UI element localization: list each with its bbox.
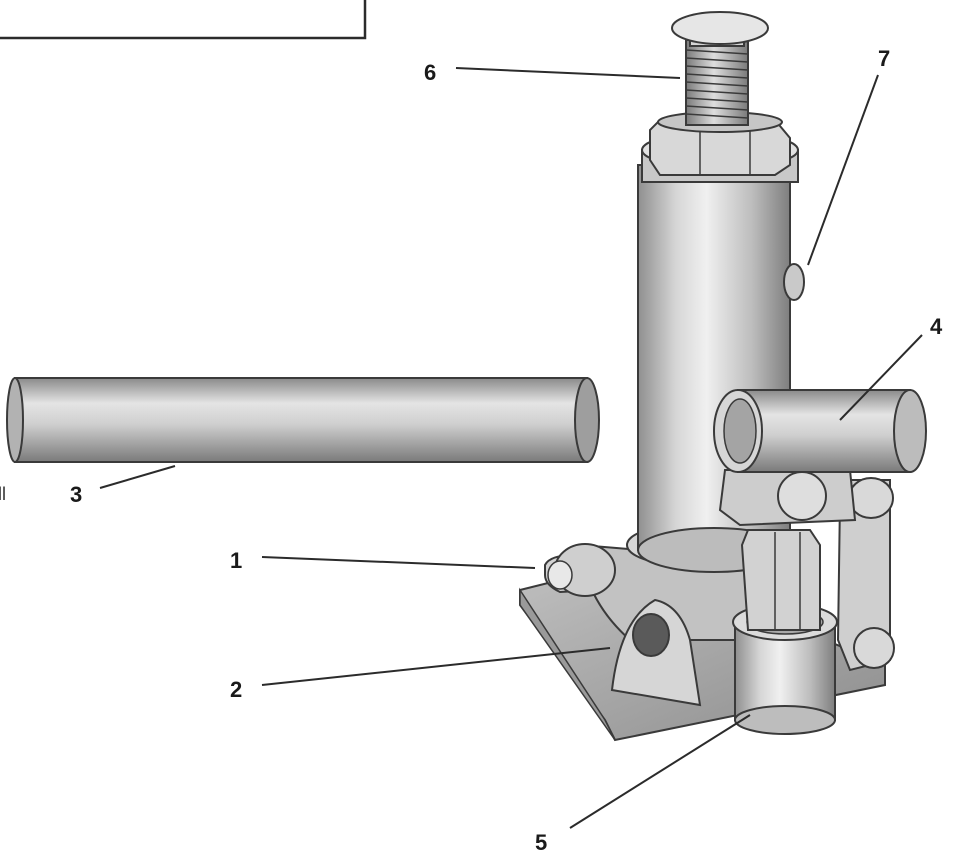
- side-stud: [783, 263, 805, 301]
- leader-line-5: [569, 714, 751, 829]
- callout-5: 5: [535, 830, 547, 855]
- callout-2: 2: [230, 677, 242, 702]
- callout-4: 4: [930, 314, 943, 339]
- pump-plunger: [740, 529, 821, 631]
- edge-text-fragment: ll: [0, 484, 6, 504]
- pump-linkage: [836, 477, 895, 672]
- leader-line-6: [455, 67, 681, 79]
- leader-line-3: [99, 465, 176, 489]
- handle-socket: [713, 389, 927, 473]
- callout-1: 1: [230, 548, 242, 573]
- filler-lug: [610, 598, 702, 707]
- frame-border: [0, 0, 367, 40]
- leader-line-1: [261, 556, 536, 569]
- handle-bar: [6, 377, 600, 463]
- leader-line-2: [261, 647, 611, 686]
- callout-6: 6: [424, 60, 436, 85]
- leader-line-4: [839, 334, 923, 421]
- leader-line-7: [807, 74, 879, 266]
- handle-bracket: [718, 469, 857, 527]
- callout-3: 3: [70, 482, 82, 507]
- release-valve: [544, 543, 616, 597]
- threaded-screw: [671, 11, 769, 126]
- callout-7: 7: [878, 46, 890, 71]
